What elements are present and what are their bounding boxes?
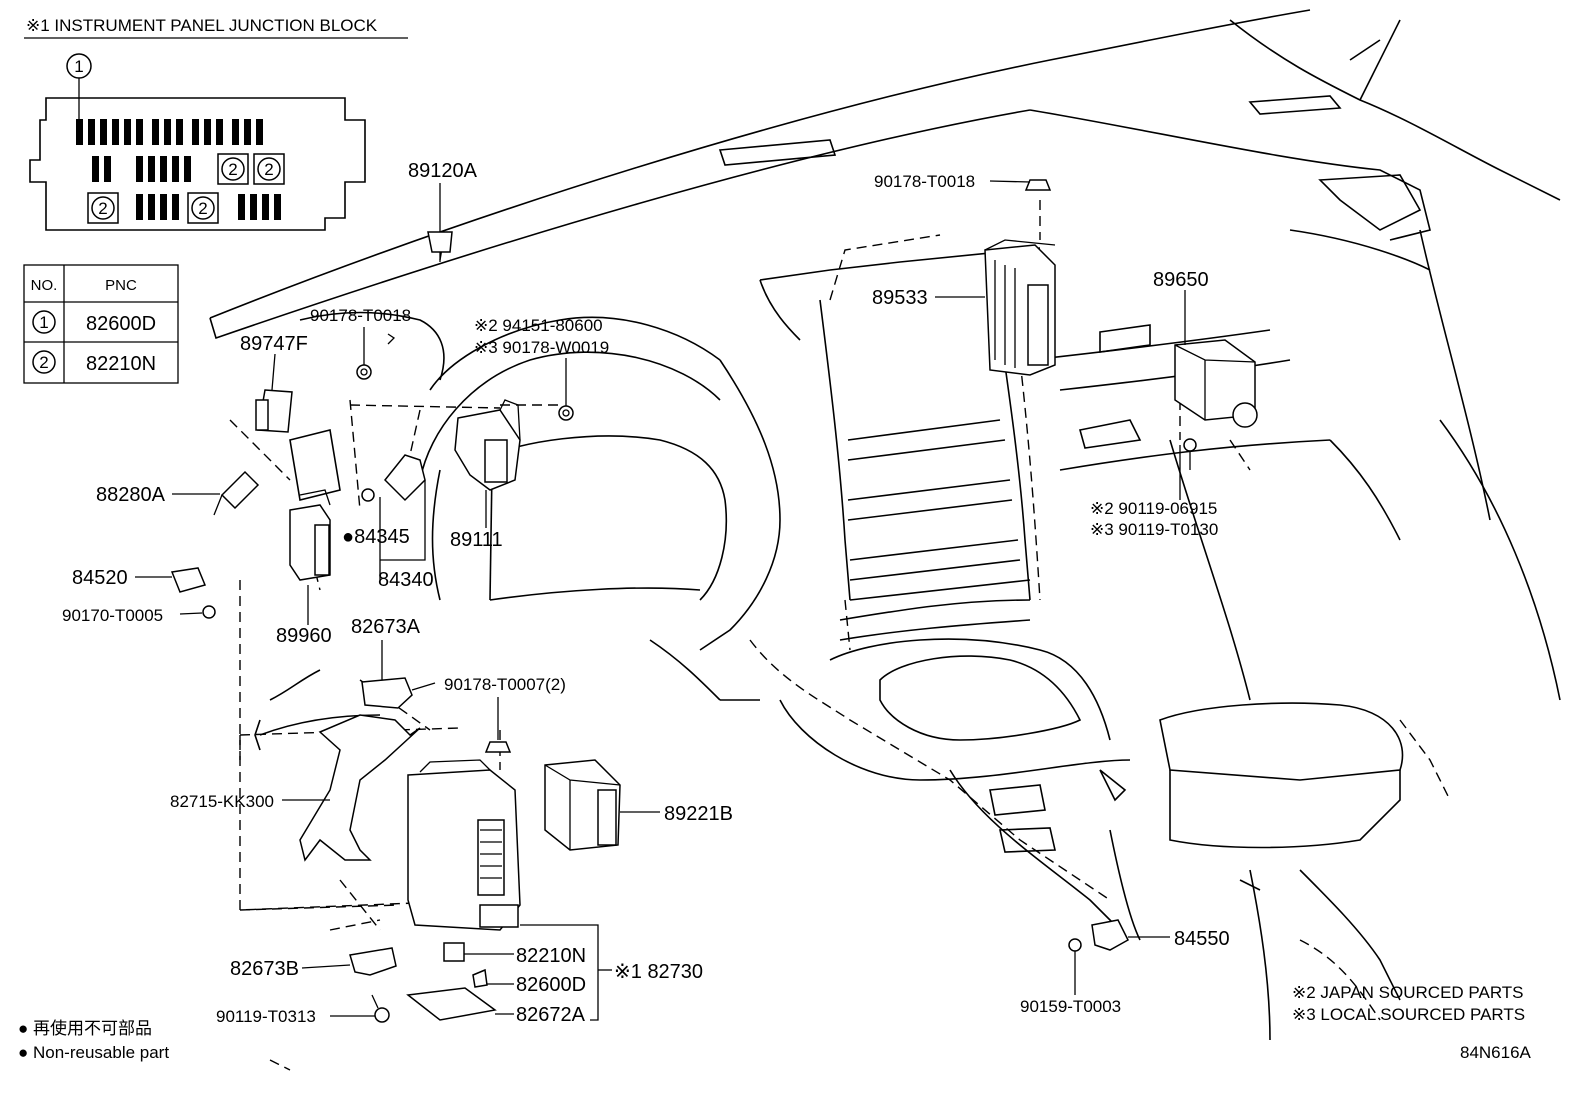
- part-82673B-holder: [349, 947, 397, 976]
- label-90178-T0018-left: 90178-T0018: [310, 306, 411, 325]
- label-84550: 84550: [1174, 928, 1230, 950]
- part-90178-T0007-nut: [484, 741, 512, 753]
- label-82600D: 82600D: [516, 974, 586, 996]
- label-90119-T0130: ※3 90119-T0130: [1090, 520, 1218, 539]
- callout-2-c: 2: [98, 199, 107, 218]
- part-90159-T0003-bolt: [1068, 938, 1082, 952]
- part-82672A-cover: [406, 987, 497, 1021]
- part-89960-ecu: [289, 489, 331, 581]
- part-82673A-holder: [361, 677, 413, 709]
- part-88280A-switch: [213, 470, 260, 516]
- pnc-row-2-no: 2: [39, 353, 48, 372]
- part-89120A-clip: [427, 231, 453, 262]
- label-89533: 89533: [872, 287, 928, 309]
- part-82210N-fuse: [443, 942, 465, 962]
- label-89111: 89111: [450, 529, 503, 551]
- leader-lines: [135, 180, 1186, 1021]
- pnc-table: NO. PNC 1 82600D 2 82210N: [23, 264, 179, 384]
- part-89111-bracket: [454, 399, 521, 491]
- label-89960: 89960: [276, 625, 332, 647]
- diagram-code: 84N616A: [1460, 1043, 1532, 1062]
- label-82673A: 82673A: [351, 616, 421, 638]
- note-local-sourced: ※3 LOCAL SOURCED PARTS: [1292, 1005, 1525, 1024]
- callout-1: 1: [74, 57, 83, 76]
- label-90119-06915: ※2 90119-06915: [1090, 499, 1217, 518]
- label-82672A: 82672A: [516, 1004, 586, 1026]
- part-89747F-sensor: [255, 389, 293, 433]
- label-89650: 89650: [1153, 269, 1209, 291]
- part-82730-junction-block: [407, 759, 521, 931]
- junction-block-outline: 1: [29, 53, 366, 231]
- label-84340: 84340: [378, 569, 434, 591]
- label-90178-W0019: ※3 90178-W0019: [474, 338, 609, 357]
- pnc-table-header-pnc: PNC: [105, 277, 137, 294]
- junction-block-fuse-slots: [76, 119, 285, 224]
- part-89650-module: [1174, 339, 1258, 470]
- label-90119-T0313: 90119-T0313: [216, 1007, 316, 1026]
- junction-block-callout-2-labels: 2 2 2 2: [98, 160, 273, 218]
- dashed-guides: [229, 200, 1451, 1071]
- label-94151-80600: ※2 94151-80600: [474, 316, 603, 335]
- legend-nonreusable-jp: ● 再使用不可部品: [18, 1018, 152, 1038]
- label-82730: ※1 82730: [614, 961, 703, 983]
- label-84520: 84520: [72, 567, 128, 589]
- label-82715-KK300: 82715-KK300: [170, 792, 274, 811]
- dashboard-outline: [209, 9, 1561, 1041]
- legend-nonreusable-en: ● Non-reusable part: [18, 1043, 169, 1062]
- part-84520-switch: [170, 567, 216, 619]
- part-89221B-module: [544, 759, 621, 851]
- part-82715-KK300-bracket: [299, 714, 421, 862]
- part-89533-module: [984, 239, 1056, 376]
- label-89747F: 89747F: [240, 333, 308, 355]
- part-90119-T0313-bolt: [371, 994, 390, 1023]
- part-90178-T0018-top-nut: [1024, 179, 1052, 191]
- junction-block-title: ※1 INSTRUMENT PANEL JUNCTION BLOCK: [26, 16, 378, 35]
- label-90178-T0018-top: 90178-T0018: [874, 172, 975, 191]
- label-89120A: 89120A: [408, 160, 478, 182]
- pnc-table-header-no: NO.: [31, 277, 58, 294]
- label-82210N: 82210N: [516, 945, 586, 967]
- part-82600D-fuse: [472, 968, 488, 988]
- pnc-row-1-pnc: 82600D: [86, 313, 156, 335]
- label-90159-T0003: 90159-T0003: [1020, 997, 1121, 1016]
- label-90178-T0007: 90178-T0007(2): [444, 675, 566, 694]
- callout-2-b: 2: [264, 160, 273, 179]
- pnc-row-1-no: 1: [39, 313, 48, 332]
- pnc-row-2-pnc: 82210N: [86, 353, 156, 375]
- label-90170-T0005: 90170-T0005: [62, 606, 163, 625]
- label-89221B: 89221B: [664, 803, 733, 825]
- part-84340-switch: [361, 454, 426, 502]
- part-84550-sensor: [1091, 919, 1129, 951]
- label-82673B: 82673B: [230, 958, 299, 980]
- part-94151-80600-nut: [558, 405, 574, 421]
- callout-2-d: 2: [198, 199, 207, 218]
- note-japan-sourced: ※2 JAPAN SOURCED PARTS: [1292, 983, 1524, 1002]
- part-90178-T0018-left-nut: [356, 364, 372, 380]
- label-84345: ●84345: [342, 526, 410, 548]
- callout-2-a: 2: [228, 160, 237, 179]
- label-88280A: 88280A: [96, 484, 166, 506]
